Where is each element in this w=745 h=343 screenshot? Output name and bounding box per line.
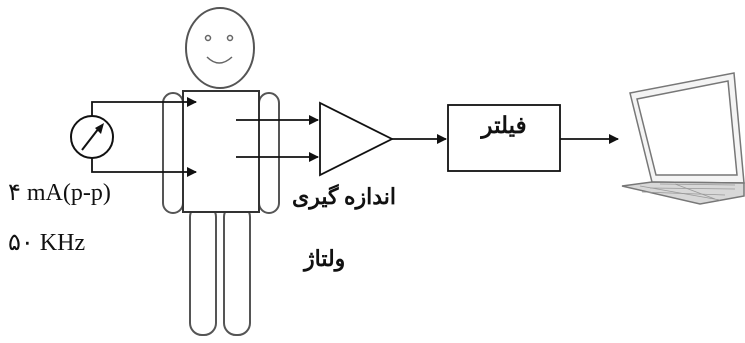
person-left-eye xyxy=(204,34,212,42)
injection-wire-bottom xyxy=(91,158,197,177)
laptop-keyboard xyxy=(639,183,736,201)
person-right-leg xyxy=(223,204,251,336)
filter-box xyxy=(447,104,561,172)
person-left-arm xyxy=(162,92,184,214)
person-right-eye xyxy=(226,34,234,42)
source-frequency-label: ۵۰ KHz xyxy=(8,230,86,256)
filter-label: فیلتر xyxy=(481,113,527,138)
person-right-arm xyxy=(258,92,280,214)
person-head xyxy=(185,7,255,89)
ammeter-icon xyxy=(70,115,114,159)
person-figure xyxy=(162,7,280,336)
injection-wire-top xyxy=(91,97,197,116)
laptop-screen xyxy=(636,80,738,176)
person-face xyxy=(204,34,234,64)
laptop-icon xyxy=(621,72,745,205)
person-torso xyxy=(182,90,260,213)
pickup-wires xyxy=(236,115,319,162)
person-mouth xyxy=(206,56,233,64)
source-current-label: ۴ mA(p-p) xyxy=(8,180,111,206)
person-left-leg xyxy=(189,204,217,336)
laptop-base xyxy=(621,181,745,205)
amplifier-triangle xyxy=(319,101,395,177)
amplifier-label-line2: ولتاژ xyxy=(304,246,346,271)
injection-wires xyxy=(91,97,197,177)
amplifier-label-line1: اندازه گیری xyxy=(292,184,397,209)
